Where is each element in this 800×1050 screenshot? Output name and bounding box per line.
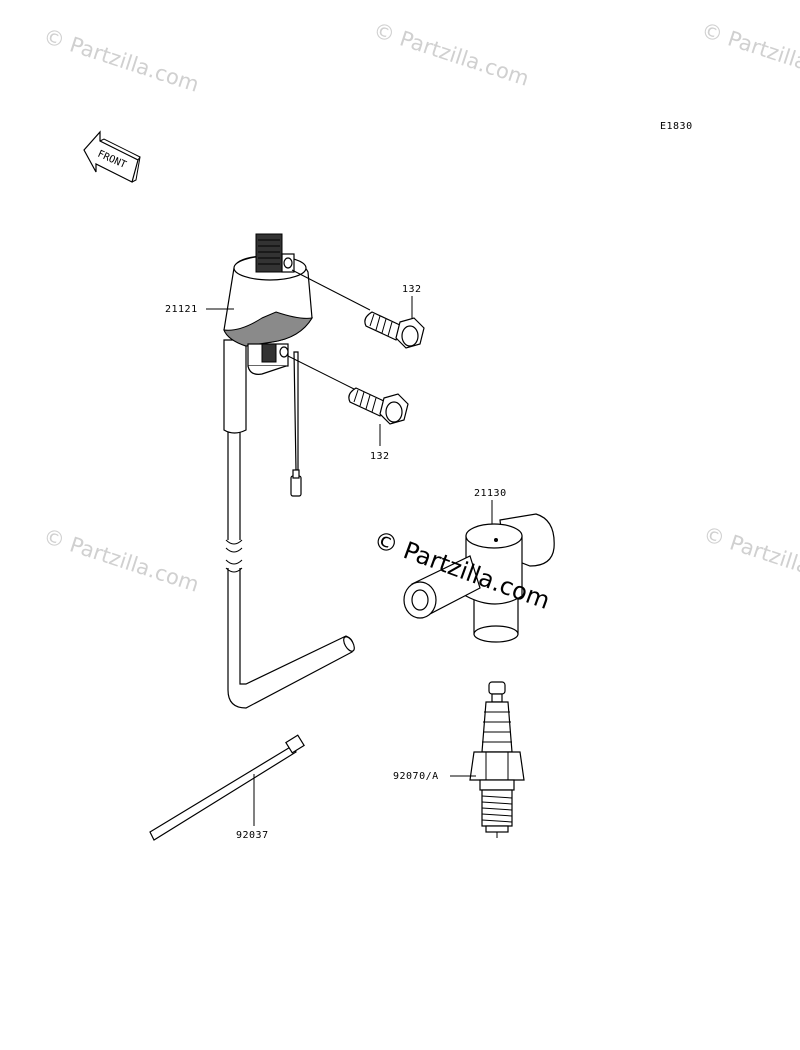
watermark-top-right: © Partzilla.com	[698, 18, 800, 91]
bolt-upper	[291, 269, 425, 349]
watermark-group: © Partzilla.com © Partzilla.com © Partzi…	[40, 18, 800, 597]
watermark-mid-left: © Partzilla.com	[40, 524, 202, 597]
ignition-coil	[206, 233, 355, 709]
front-arrow: FRONT	[83, 130, 141, 183]
spark-plug	[450, 681, 525, 838]
watermark-top-center: © Partzilla.com	[370, 18, 532, 91]
label-132-lower: 132	[370, 451, 390, 462]
label-21130: 21130	[474, 488, 507, 499]
label-92037: 92037	[236, 830, 269, 841]
cable-tie	[149, 734, 305, 841]
label-92070a: 92070/A	[393, 771, 439, 782]
watermark-mid-right: © Partzilla.com	[700, 522, 800, 595]
label-132-upper: 132	[402, 284, 422, 295]
diagram-code: E1830	[660, 121, 693, 132]
watermark-top-left: © Partzilla.com	[40, 24, 202, 97]
plug-cap	[403, 500, 555, 643]
label-21121: 21121	[165, 304, 198, 315]
bolt-lower	[287, 355, 409, 446]
